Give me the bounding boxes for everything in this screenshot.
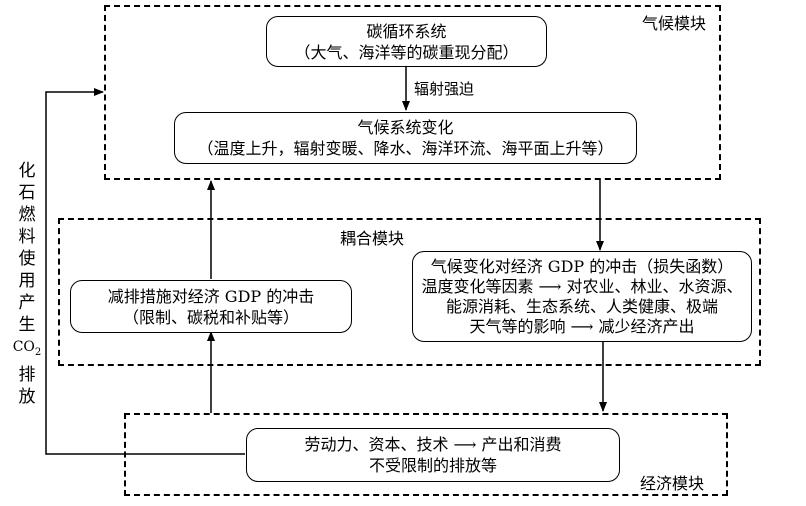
carbon-cycle-title: 碳循环系统 — [366, 21, 447, 41]
side-char: 用 — [18, 271, 36, 291]
side-char: 燃 — [18, 205, 36, 225]
climate-impact-title: 气候变化对经济 GDP 的冲击（损失函数） — [430, 256, 734, 276]
arrow-economy-emissions-feedback — [45, 88, 245, 455]
side-char: 生 — [18, 315, 36, 335]
carbon-cycle-box: 碳循环系统 （大气、海洋等的碳重现分配） — [266, 16, 547, 67]
co2-subscript: 2 — [34, 346, 42, 358]
climate-change-title: 气候系统变化 — [357, 118, 454, 137]
climate-impact-box: 气候变化对经济 GDP 的冲击（损失函数） 温度变化等因素 ⟶ 对农业、林业、水… — [412, 251, 752, 342]
side-char: 石 — [18, 183, 36, 203]
mitigation-impact-detail: （限制、碳税和补贴等） — [122, 307, 299, 327]
economy-core-line-2: 不受限制的排放等 — [368, 456, 497, 475]
side-char: 使 — [18, 249, 36, 269]
co2-text: CO — [12, 339, 35, 355]
economy-module-label: 经济模块 — [640, 474, 705, 493]
climate-impact-line-4: 天气等的影响 ⟶ 减少经济产出 — [469, 316, 695, 336]
fossil-fuel-emission-label: 化 石 燃 料 使 用 产 生 CO2 排 放 — [13, 160, 42, 408]
mitigation-impact-box: 减排措施对经济 GDP 的冲击 （限制、碳税和补贴等） — [70, 280, 352, 333]
climate-impact-line-3: 能源消耗、生态系统、人类健康、极端 — [445, 296, 718, 316]
side-char: 放 — [18, 386, 36, 407]
side-char: 排 — [18, 364, 36, 385]
climate-module — [104, 5, 721, 180]
climate-module-label: 气候模块 — [642, 14, 707, 33]
climate-change-detail: （温度上升，辐射变暖、降水、海洋环流、海平面上升等） — [197, 139, 614, 158]
carbon-cycle-detail: （大气、海洋等的碳重现分配） — [294, 42, 519, 62]
co2-label: CO2 — [13, 336, 42, 364]
economy-core-line-1: 劳动力、资本、技术 ⟶ 产出和消费 — [304, 435, 562, 454]
climate-change-box: 气候系统变化 （温度上升，辐射变暖、降水、海洋环流、海平面上升等） — [174, 112, 637, 164]
mitigation-impact-title: 减排措施对经济 GDP 的冲击 — [107, 286, 315, 306]
coupling-module-label: 耦合模块 — [340, 229, 405, 248]
side-char: 产 — [18, 293, 36, 313]
climate-impact-line-2: 温度变化等因素 ⟶ 对农业、林业、水资源、 — [421, 276, 743, 296]
radiative-forcing-label: 辐射强迫 — [414, 80, 475, 98]
economy-core-box: 劳动力、资本、技术 ⟶ 产出和消费 不受限制的排放等 — [246, 428, 620, 482]
side-char: 化 — [18, 161, 36, 181]
side-char: 料 — [18, 227, 36, 247]
coupling-module — [58, 218, 761, 366]
